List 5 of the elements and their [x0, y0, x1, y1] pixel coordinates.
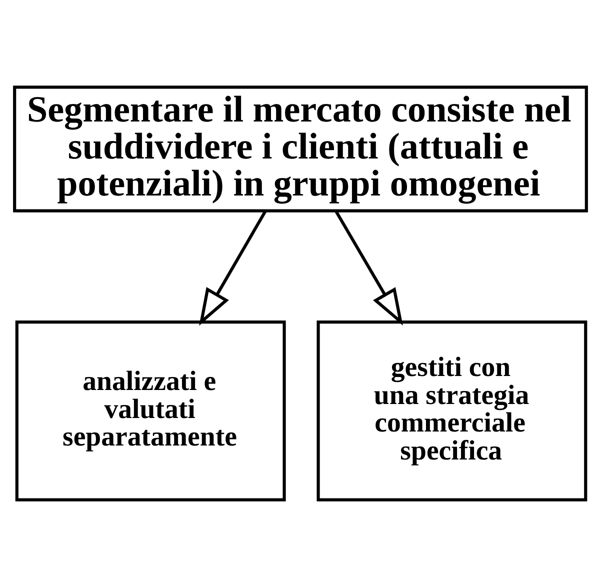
- node-box: analizzati e valutati separatamente: [15, 320, 286, 501]
- node-box: Segmentare il mercato consiste nel suddividere i clienti (attuali e potenziali) in gruppi omogenei: [13, 85, 588, 212]
- node-box: gestiti con una strategia commerciale specifica: [316, 320, 588, 501]
- arrow: [334, 210, 403, 326]
- arrow: [199, 210, 267, 326]
